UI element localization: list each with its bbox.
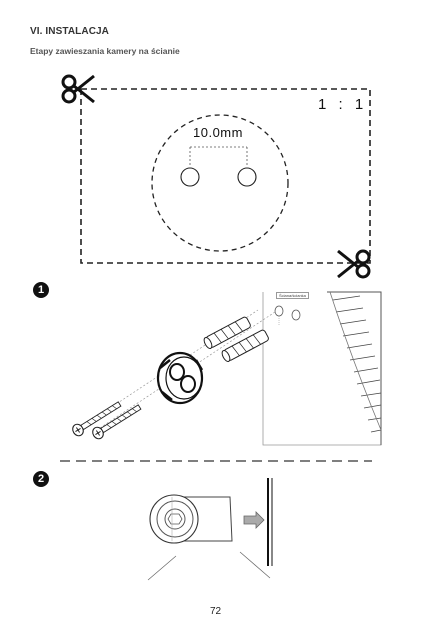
step-badge-2: 2	[33, 471, 49, 487]
page-number: 72	[0, 606, 431, 617]
arrow-right-icon	[244, 512, 264, 528]
step-badge-1: 1	[33, 282, 49, 298]
camera-side-illustration	[150, 495, 232, 543]
scissors-icon	[338, 251, 369, 277]
template-hole-right	[238, 168, 256, 186]
scale-ratio: 1 : 1	[318, 96, 367, 113]
wall-illustration	[263, 292, 381, 445]
wall-note: Ściana/ścianka	[276, 292, 309, 299]
camera-mount-icon	[158, 353, 202, 403]
hole-spacing-label: 10.0mm	[193, 125, 243, 140]
template-hole-left	[181, 168, 199, 186]
section-title: VI. INSTALACJA	[30, 26, 109, 37]
section-subtitle: Etapy zawieszania kamery na ścianie	[30, 46, 180, 56]
scissors-icon	[63, 76, 94, 102]
